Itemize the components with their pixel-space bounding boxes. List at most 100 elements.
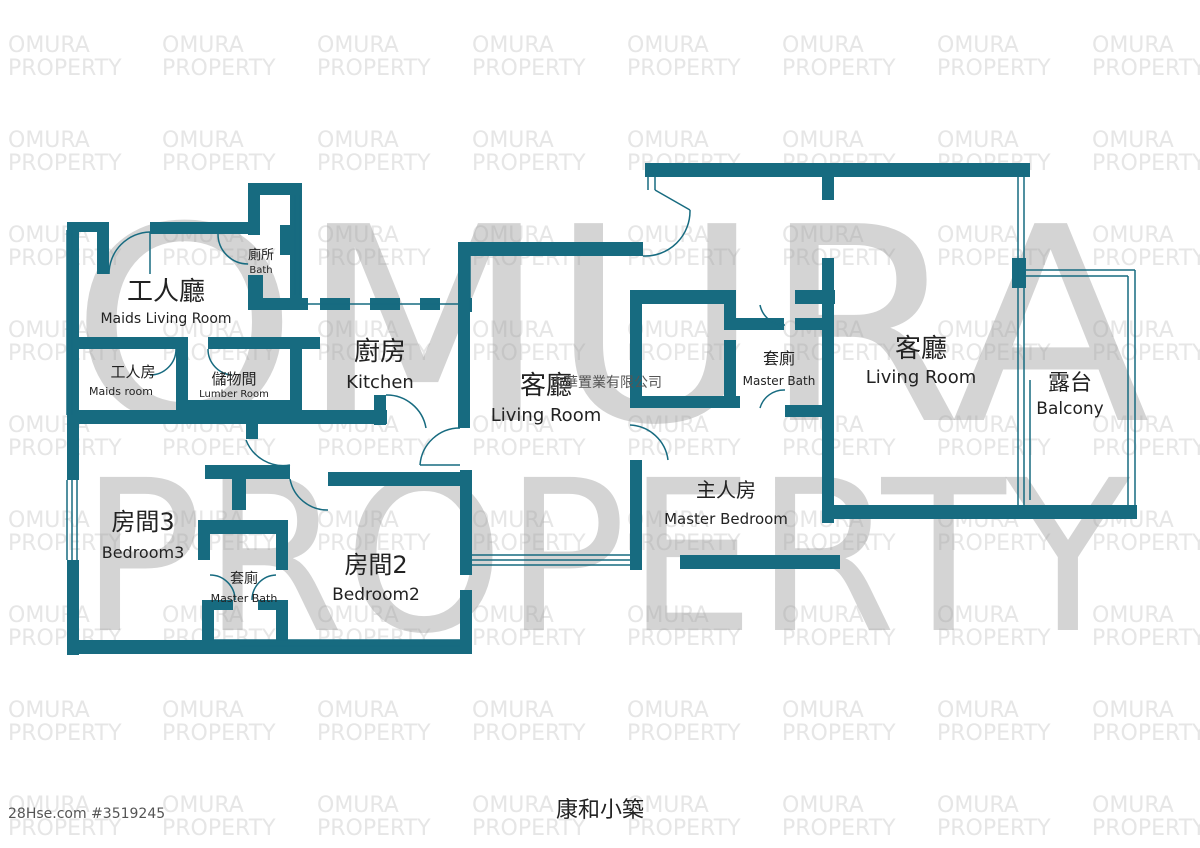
watermark-small-line2: PROPERTY — [1092, 531, 1200, 556]
watermark-small-line1: OMURA — [8, 508, 90, 533]
watermark-small-line1: OMURA — [627, 603, 709, 628]
watermark-small-line1: OMURA — [472, 698, 554, 723]
bedroom3-en: Bedroom3 — [102, 543, 185, 562]
watermark-small-line2: PROPERTY — [1092, 151, 1200, 176]
watermark-small-line1: OMURA — [937, 413, 1019, 438]
watermark-small-line1: OMURA — [317, 33, 399, 58]
watermark-small-line2: PROPERTY — [317, 341, 431, 366]
watermark-small-line2: PROPERTY — [627, 626, 741, 651]
watermark-small-line2: PROPERTY — [782, 436, 896, 461]
watermark-small-line2: PROPERTY — [317, 56, 431, 81]
watermark-small-line1: OMURA — [937, 318, 1019, 343]
watermark-small-line1: OMURA — [472, 508, 554, 533]
watermark-small-line2: PROPERTY — [937, 721, 1051, 746]
watermark-small-line2: PROPERTY — [937, 56, 1051, 81]
watermark-small-line1: OMURA — [937, 698, 1019, 723]
watermark-small-line1: OMURA — [317, 698, 399, 723]
watermark-small-line1: OMURA — [472, 128, 554, 153]
watermark-small-line2: PROPERTY — [8, 151, 122, 176]
watermark-small-line1: OMURA — [317, 128, 399, 153]
watermark-small-line1: OMURA — [8, 698, 90, 723]
watermark-small-line1: OMURA — [8, 128, 90, 153]
watermark-small-line2: PROPERTY — [782, 246, 896, 271]
watermark-small-line2: PROPERTY — [937, 626, 1051, 651]
watermark-small-line1: OMURA — [317, 603, 399, 628]
watermark-small-line2: PROPERTY — [627, 341, 741, 366]
watermark-small-line1: OMURA — [937, 128, 1019, 153]
watermark-small-line2: PROPERTY — [162, 151, 276, 176]
master-bath-left-en: Master Bath — [211, 592, 278, 605]
watermark-small-line2: PROPERTY — [162, 721, 276, 746]
watermark-small-line2: PROPERTY — [472, 436, 586, 461]
watermark-small-line1: OMURA — [937, 603, 1019, 628]
watermark-small-line2: PROPERTY — [627, 436, 741, 461]
watermark-small-line2: PROPERTY — [162, 816, 276, 841]
watermark-small-line2: PROPERTY — [1092, 626, 1200, 651]
watermark-small-line2: PROPERTY — [162, 531, 276, 556]
master-bedroom-en: Master Bedroom — [664, 510, 788, 528]
watermark-small-line1: OMURA — [8, 793, 90, 818]
watermark-small-line1: OMURA — [1092, 413, 1174, 438]
watermark-small-line1: OMURA — [162, 128, 244, 153]
watermark-small-line2: PROPERTY — [472, 721, 586, 746]
watermark-small-line2: PROPERTY — [782, 56, 896, 81]
bedroom2-zh: 房間2 — [344, 551, 407, 579]
watermark-small-line2: PROPERTY — [1092, 56, 1200, 81]
watermark-small-line2: PROPERTY — [472, 341, 586, 366]
watermark-small-line2: PROPERTY — [1092, 341, 1200, 366]
watermark-small-line1: OMURA — [162, 33, 244, 58]
watermark-small-line2: PROPERTY — [937, 531, 1051, 556]
kitchen-zh: 廚房 — [354, 337, 406, 367]
watermark-small-line2: PROPERTY — [317, 531, 431, 556]
watermark-small-line2: PROPERTY — [937, 341, 1051, 366]
lumber-room-zh: 儲物間 — [211, 370, 256, 388]
watermark-small-line1: OMURA — [1092, 223, 1174, 248]
watermark-small-line1: OMURA — [317, 793, 399, 818]
watermark-small-line2: PROPERTY — [782, 626, 896, 651]
bath-en: Bath — [249, 265, 272, 276]
watermark-small-line1: OMURA — [627, 33, 709, 58]
windows-and-doors — [66, 177, 1136, 647]
watermark-small-line2: PROPERTY — [317, 246, 431, 271]
watermark-small-line2: PROPERTY — [317, 721, 431, 746]
watermark-small-line2: PROPERTY — [472, 626, 586, 651]
watermark-small-line2: PROPERTY — [8, 816, 122, 841]
watermark-small-line2: PROPERTY — [782, 816, 896, 841]
bedroom2-en: Bedroom2 — [332, 585, 420, 605]
watermark-small-line1: OMURA — [627, 698, 709, 723]
watermark-small-line1: OMURA — [782, 603, 864, 628]
watermark-small-line1: OMURA — [1092, 128, 1174, 153]
balcony-en: Balcony — [1036, 399, 1103, 419]
watermark-small-line2: PROPERTY — [472, 151, 586, 176]
balcony-zh: 露台 — [1048, 371, 1092, 396]
lumber-room-en: Lumber Room — [199, 389, 269, 400]
watermark-small-line2: PROPERTY — [782, 531, 896, 556]
watermark-small-line1: OMURA — [782, 793, 864, 818]
watermark-small-line2: PROPERTY — [1092, 721, 1200, 746]
watermark-small-line1: OMURA — [317, 318, 399, 343]
living-room-right-en: Living Room — [866, 367, 977, 388]
watermark-small-line2: PROPERTY — [162, 56, 276, 81]
listing-id: 28Hse.com #3519245 — [8, 806, 166, 822]
master-bath-right-zh: 套廁 — [763, 349, 795, 368]
watermark-small-line1: OMURA — [472, 318, 554, 343]
watermark-small-line1: OMURA — [1092, 793, 1174, 818]
watermark-small-line2: PROPERTY — [627, 56, 741, 81]
watermark-small-line1: OMURA — [472, 413, 554, 438]
watermark-small-line1: OMURA — [782, 223, 864, 248]
watermark-small-line2: PROPERTY — [937, 246, 1051, 271]
watermark-small-line1: OMURA — [782, 33, 864, 58]
watermark-small-line2: PROPERTY — [627, 721, 741, 746]
kitchen-en: Kitchen — [346, 372, 414, 393]
watermark-small-line2: PROPERTY — [162, 246, 276, 271]
room-labels: 工人廳 Maids Living Room 廁所 Bath 工人房 Maids … — [89, 247, 1104, 605]
bath-zh: 廁所 — [248, 247, 274, 263]
watermark-small-line2: PROPERTY — [1092, 246, 1200, 271]
watermark-small-line2: PROPERTY — [627, 531, 741, 556]
watermark-small-line1: OMURA — [8, 33, 90, 58]
maids-room-zh: 工人房 — [110, 363, 155, 381]
watermark-small-line1: OMURA — [1092, 698, 1174, 723]
watermark-small-line2: PROPERTY — [8, 56, 122, 81]
watermark-small-line2: PROPERTY — [317, 151, 431, 176]
